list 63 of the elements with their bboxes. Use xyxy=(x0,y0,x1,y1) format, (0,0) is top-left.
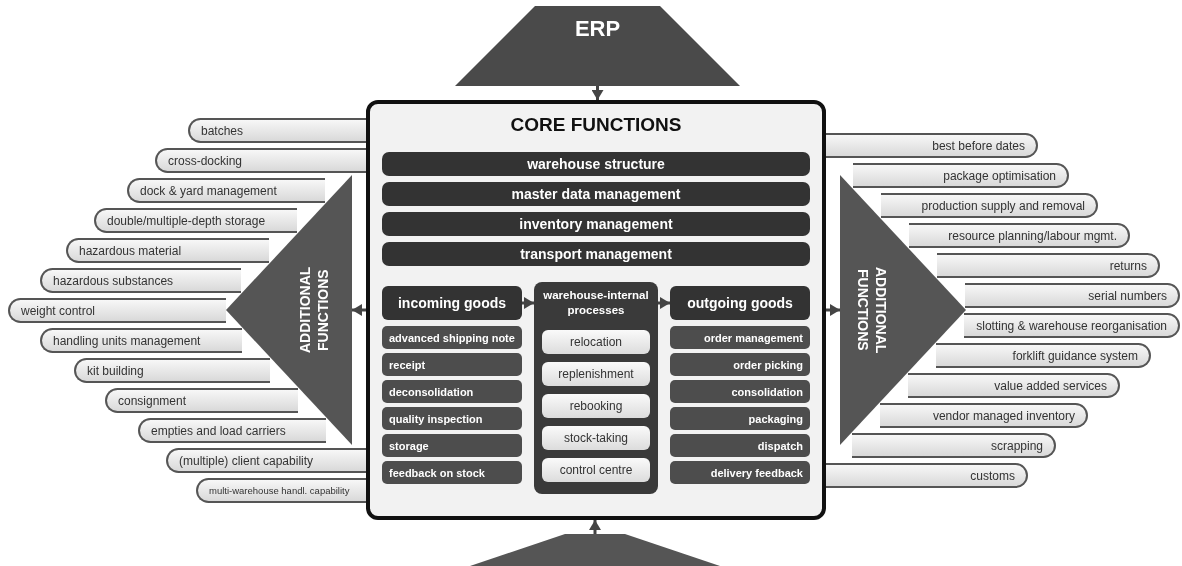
function-tab: cross-docking xyxy=(155,148,366,173)
section-header: outgoing goods xyxy=(670,286,810,320)
function-bar: quality inspection xyxy=(382,407,522,430)
function-tab: forklift guidance system xyxy=(936,343,1151,368)
function-bar: warehouse structure xyxy=(382,152,810,176)
arrow xyxy=(589,520,601,534)
section-title: ADDITIONAL FUNCTIONS xyxy=(854,265,890,356)
function-bar: consolidation xyxy=(670,380,810,403)
process-pill: stock-taking xyxy=(542,426,650,450)
function-tab: resource planning/labour mgmt. xyxy=(909,223,1130,248)
function-tab: hazardous material xyxy=(66,238,269,263)
function-tab: returns xyxy=(937,253,1160,278)
function-tab: weight control xyxy=(8,298,226,323)
arrow xyxy=(826,304,840,316)
panel-title: warehouse-internal processes xyxy=(542,288,650,318)
function-bar: deconsolidation xyxy=(382,380,522,403)
function-bar: advanced shipping note xyxy=(382,326,522,349)
function-tab: multi-warehouse handl. capability xyxy=(196,478,366,503)
arrow xyxy=(658,297,670,309)
function-tab: hazardous substances xyxy=(40,268,241,293)
arrow xyxy=(591,86,604,100)
process-pill: relocation xyxy=(542,330,650,354)
function-tab: production supply and removal xyxy=(881,193,1098,218)
section-title: ADDITIONAL FUNCTIONS xyxy=(296,265,332,356)
function-bar: feedback on stock xyxy=(382,461,522,484)
panel-title: CORE FUNCTIONS xyxy=(509,114,683,136)
function-tab: (multiple) client capability xyxy=(166,448,366,473)
function-tab: best before dates xyxy=(826,133,1038,158)
function-tab: kit building xyxy=(74,358,270,383)
function-tab: slotting & warehouse reorganisation xyxy=(964,313,1180,338)
function-bar: delivery feedback xyxy=(670,461,810,484)
section-header: incoming goods xyxy=(382,286,522,320)
system-label: ERP xyxy=(573,16,622,42)
function-bar: inventory management xyxy=(382,212,810,236)
function-tab: serial numbers xyxy=(965,283,1180,308)
process-pill: rebooking xyxy=(542,394,650,418)
function-tab: customs xyxy=(826,463,1028,488)
function-tab: consignment xyxy=(105,388,298,413)
function-tab: batches xyxy=(188,118,366,143)
function-tab: package optimisation xyxy=(853,163,1069,188)
process-pill: control centre xyxy=(542,458,650,482)
arrow xyxy=(522,297,534,309)
core-functions-panel xyxy=(366,100,826,520)
function-bar: transport management xyxy=(382,242,810,266)
function-tab: value added services xyxy=(908,373,1120,398)
function-tab: handling units management xyxy=(40,328,242,353)
function-bar: dispatch xyxy=(670,434,810,457)
function-bar: receipt xyxy=(382,353,522,376)
function-bar: packaging xyxy=(670,407,810,430)
function-tab: double/multiple-depth storage xyxy=(94,208,297,233)
process-panel xyxy=(534,282,658,494)
function-tab: scrapping xyxy=(852,433,1056,458)
function-bar: order picking xyxy=(670,353,810,376)
diamond-shape xyxy=(470,534,720,566)
function-bar: storage xyxy=(382,434,522,457)
function-tab: vendor managed inventory xyxy=(880,403,1088,428)
process-pill: replenishment xyxy=(542,362,650,386)
arrow xyxy=(352,304,366,316)
function-tab: dock & yard management xyxy=(127,178,325,203)
system-shape xyxy=(455,6,740,86)
function-bar: master data management xyxy=(382,182,810,206)
function-bar: order management xyxy=(670,326,810,349)
function-tab: empties and load carriers xyxy=(138,418,326,443)
